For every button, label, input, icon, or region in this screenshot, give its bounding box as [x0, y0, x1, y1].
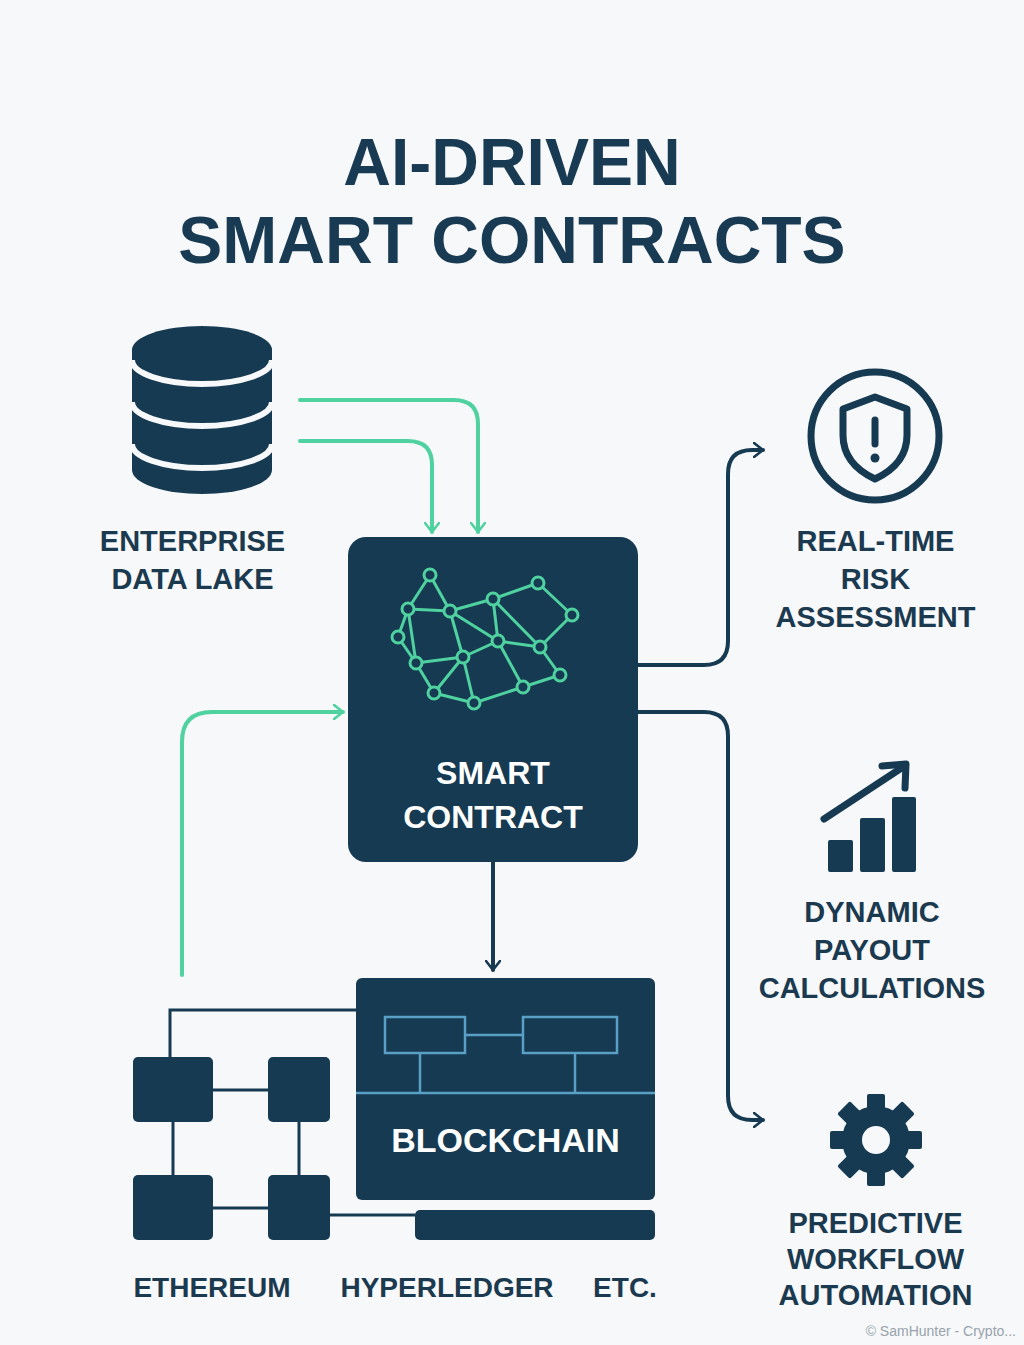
process-box: SMART CONTRACT	[348, 537, 638, 862]
network-link	[498, 641, 523, 687]
graphic-part	[871, 454, 880, 463]
graphic-part	[811, 372, 939, 500]
platform-label: ETC.	[585, 1268, 665, 1308]
graphic-part	[465, 1034, 523, 1037]
output-item: DYNAMIC PAYOUT CALCULATIONS	[752, 755, 992, 1007]
node-label: SMART CONTRACT	[348, 751, 638, 839]
watermark: © SamHunter - Crypto...	[800, 1322, 1016, 1340]
graphic-part	[843, 397, 907, 479]
graphic-part	[132, 326, 272, 374]
node-label: DYNAMIC PAYOUT CALCULATIONS	[752, 893, 992, 1007]
connector	[638, 712, 763, 1120]
network-link	[408, 609, 416, 663]
graphic-part	[170, 1010, 356, 1057]
network-dot	[392, 631, 404, 643]
database-icon	[85, 320, 300, 500]
graphic-part	[356, 1017, 655, 1093]
gear-icon	[768, 1092, 983, 1192]
connector	[491, 862, 495, 970]
graphic-part	[842, 1106, 910, 1174]
blockchain-box: BLOCKCHAIN	[130, 975, 660, 1245]
graphic-part	[356, 1092, 655, 1095]
network-dot	[444, 605, 456, 617]
network-dot	[402, 603, 414, 615]
graphic-part	[882, 764, 906, 788]
graphic-part	[419, 1053, 422, 1093]
platform-label: HYPERLEDGER	[332, 1268, 562, 1308]
graphic-part	[860, 818, 885, 872]
output-item: PREDICTIVE WORKFLOW AUTOMATION	[768, 1092, 983, 1313]
network-link	[493, 599, 540, 647]
connector	[638, 450, 763, 665]
network-dot	[487, 593, 499, 605]
data-store: ENTERPRISE DATA LAKE	[85, 320, 300, 598]
output-item: REAL-TIME RISK ASSESSMENT	[768, 365, 983, 636]
network-dot	[457, 651, 469, 663]
graphic-part	[415, 1210, 655, 1240]
network-dot	[566, 609, 578, 621]
graphic-part	[133, 1175, 213, 1240]
network-dot	[492, 635, 504, 647]
graphic-part	[392, 569, 578, 709]
graphic-part	[892, 797, 916, 872]
platform-label: ETHEREUM	[112, 1268, 312, 1308]
node-label: REAL-TIME RISK ASSESSMENT	[768, 522, 983, 636]
graphic-part	[268, 1175, 330, 1240]
graphic-part	[132, 444, 272, 468]
node-label: PREDICTIVE WORKFLOW AUTOMATION	[768, 1205, 983, 1313]
network-dot	[468, 697, 480, 709]
graphic-part	[398, 575, 572, 703]
connector	[300, 400, 478, 532]
graphic-part	[872, 420, 879, 444]
network-dot	[532, 577, 544, 589]
network-dot	[554, 669, 566, 681]
node-label: ENTERPRISE DATA LAKE	[85, 522, 300, 598]
network-dot	[428, 687, 440, 699]
graphic-part	[830, 1094, 922, 1186]
graphic-part	[132, 402, 272, 426]
graphic-part	[330, 1214, 415, 1217]
connector	[300, 441, 432, 532]
bar-chart-icon	[752, 755, 992, 885]
network-dot	[410, 657, 422, 669]
graphic-part	[523, 1017, 617, 1053]
diagram-title: AI-DRIVEN SMART CONTRACTS	[0, 123, 1024, 279]
network-dot	[424, 569, 436, 581]
blockchain-illustration	[130, 975, 660, 1245]
network-dot	[517, 681, 529, 693]
network-link	[474, 687, 523, 703]
graphic-part	[385, 1017, 465, 1053]
graphic-part	[268, 1057, 330, 1122]
graphic-part	[132, 360, 272, 384]
node-label: BLOCKCHAIN	[356, 1115, 655, 1165]
connector	[182, 712, 343, 975]
graphic-part	[862, 1126, 890, 1154]
graphic-part	[824, 767, 903, 819]
graphic-part	[356, 978, 655, 1200]
network-dot	[534, 641, 546, 653]
graphic-part	[133, 1057, 213, 1122]
shield-icon	[768, 365, 983, 515]
graphic-part	[828, 840, 853, 872]
graphic-part	[574, 1053, 577, 1093]
